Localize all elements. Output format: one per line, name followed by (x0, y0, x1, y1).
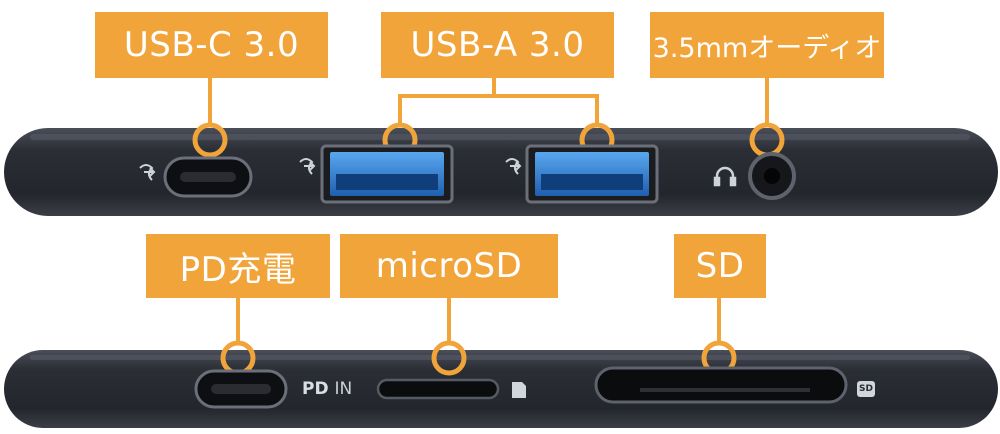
label-audio: 3.5mmオーディオ (650, 12, 884, 78)
label-pd: PD充電 (146, 234, 330, 298)
superspeed-usb-icon (505, 158, 522, 175)
microsd-marker (431, 340, 467, 376)
usb-a-port-2 (525, 144, 659, 204)
label-usb-c: USB-C 3.0 (95, 12, 328, 78)
in-mark: IN (334, 379, 353, 399)
usb-a-port-1 (320, 144, 454, 204)
connector-lines-top (208, 78, 769, 125)
sd-badge-text: SD (859, 384, 873, 394)
hub-bottom-edge (4, 350, 998, 428)
label-usb-a: USB-A 3.0 (381, 12, 614, 78)
superspeed-usb-icon (299, 158, 316, 175)
microsd-card-icon (512, 382, 526, 398)
headphone-icon (713, 166, 737, 187)
label-sd: SD (674, 234, 766, 298)
microsd-slot (376, 378, 500, 400)
hub-top-edge (4, 128, 998, 216)
pd-mark: PD (302, 379, 329, 399)
pd-in-mark: PD IN (302, 379, 352, 399)
usb-c-marker (192, 122, 228, 158)
connector-lines-bottom (236, 298, 721, 345)
label-microsd: microSD (340, 234, 558, 298)
sd-card-icon: SD (857, 381, 875, 397)
superspeed-usb-icon (139, 164, 156, 181)
sd-slot (594, 366, 848, 404)
